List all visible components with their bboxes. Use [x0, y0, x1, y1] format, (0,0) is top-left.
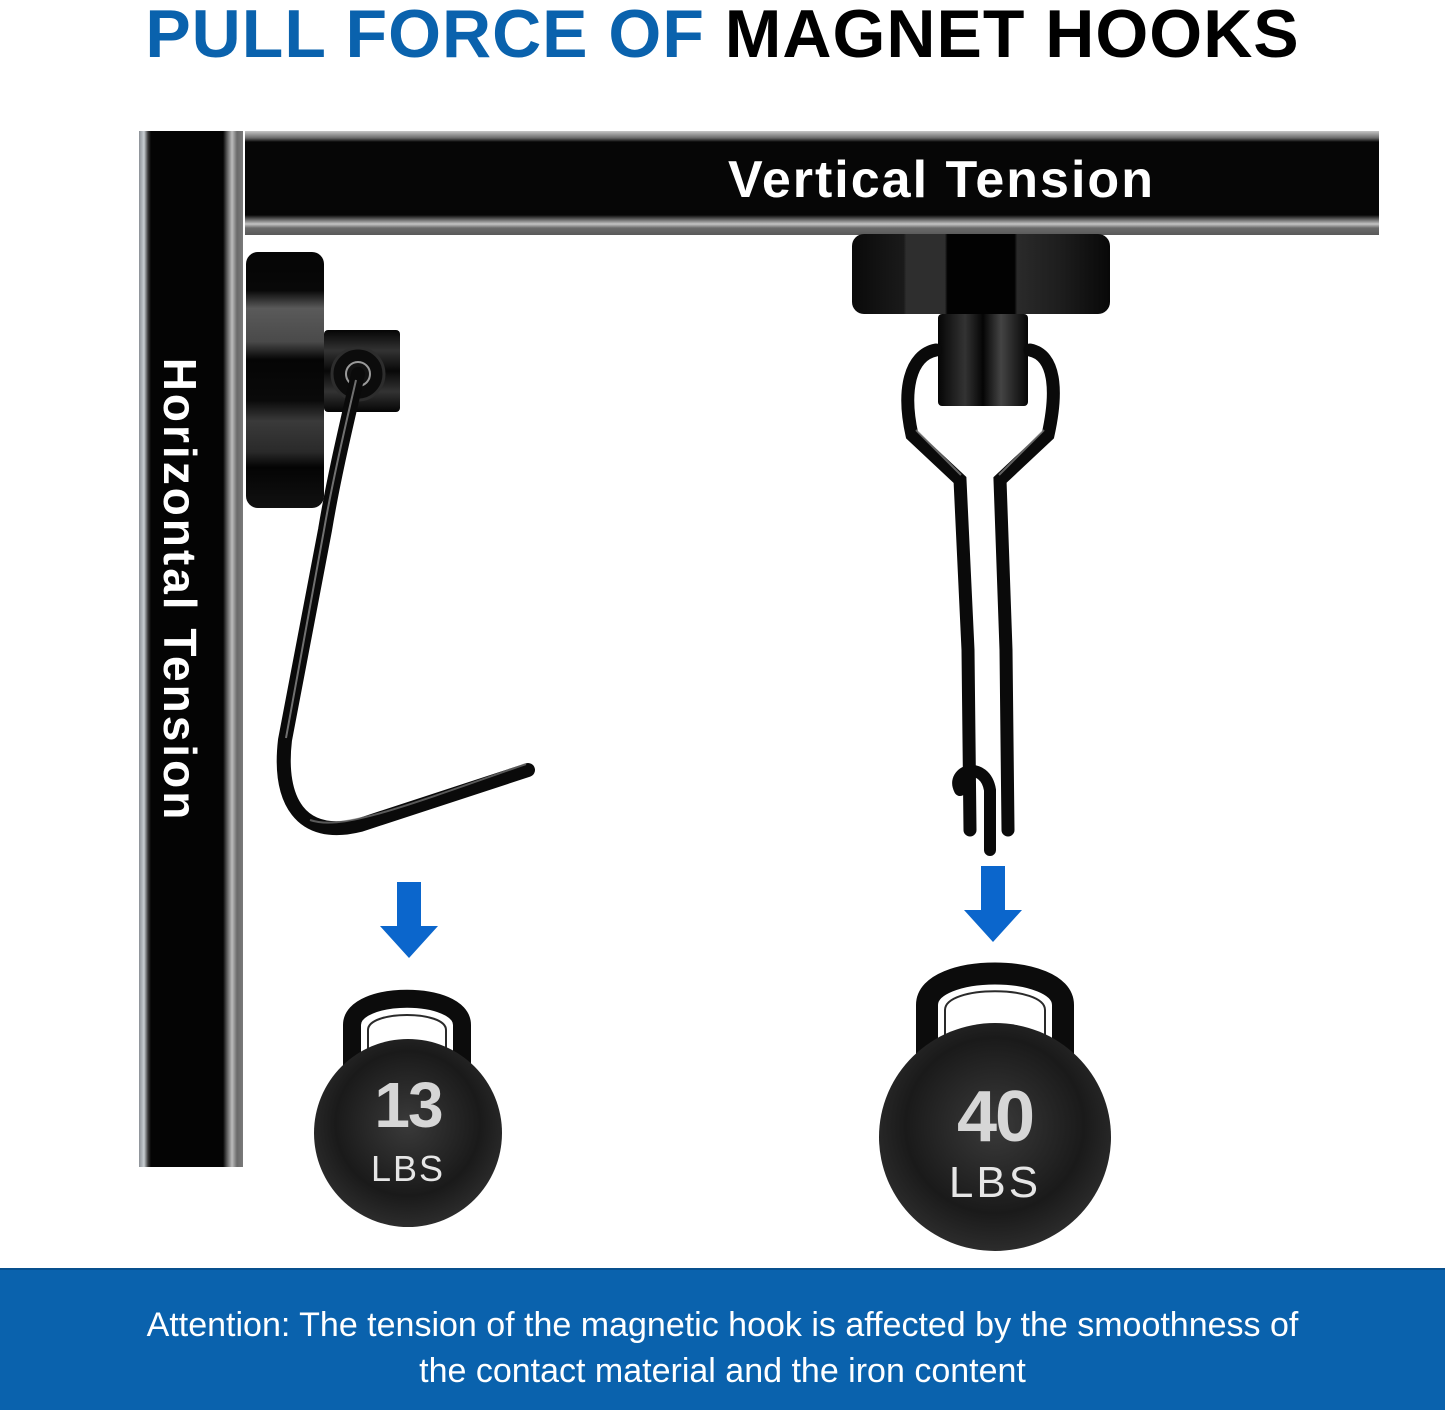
side-magnet-hook-icon [246, 252, 535, 836]
weight-value: 40 [956, 1077, 1035, 1157]
kettlebell-icon [879, 962, 1111, 1251]
horizontal-tension-label: Horizontal Tension [150, 320, 210, 860]
horizontal-tension-text: Horizontal Tension [154, 357, 206, 823]
page-title: PULL FORCE OF MAGNET HOOKS [0, 0, 1445, 70]
arrow-down-icon [964, 866, 1022, 942]
kettlebell-icon [314, 989, 502, 1227]
title-black-part: MAGNET HOOKS [724, 0, 1300, 72]
arrow-down-icon [380, 882, 438, 958]
attention-banner: Attention: The tension of the magnetic h… [0, 1268, 1445, 1410]
attention-line-1: Attention: The tension of the magnetic h… [146, 1306, 1299, 1344]
weight-13lbs: 13 LBS [312, 985, 504, 1230]
weight-value: 13 [374, 1069, 443, 1141]
weight-unit: LBS [370, 1148, 446, 1189]
attention-line-2: the contact material and the iron conten… [419, 1352, 1026, 1390]
wall-bar [139, 131, 243, 1167]
ceiling-bar [245, 131, 1379, 235]
weight-40lbs: 40 LBS [877, 955, 1113, 1255]
ceiling-magnet-hook-icon [852, 234, 1110, 856]
weight-unit: LBS [948, 1158, 1042, 1207]
title-blue-part: PULL FORCE OF [145, 0, 705, 72]
vertical-tension-label: Vertical Tension [728, 151, 1155, 209]
